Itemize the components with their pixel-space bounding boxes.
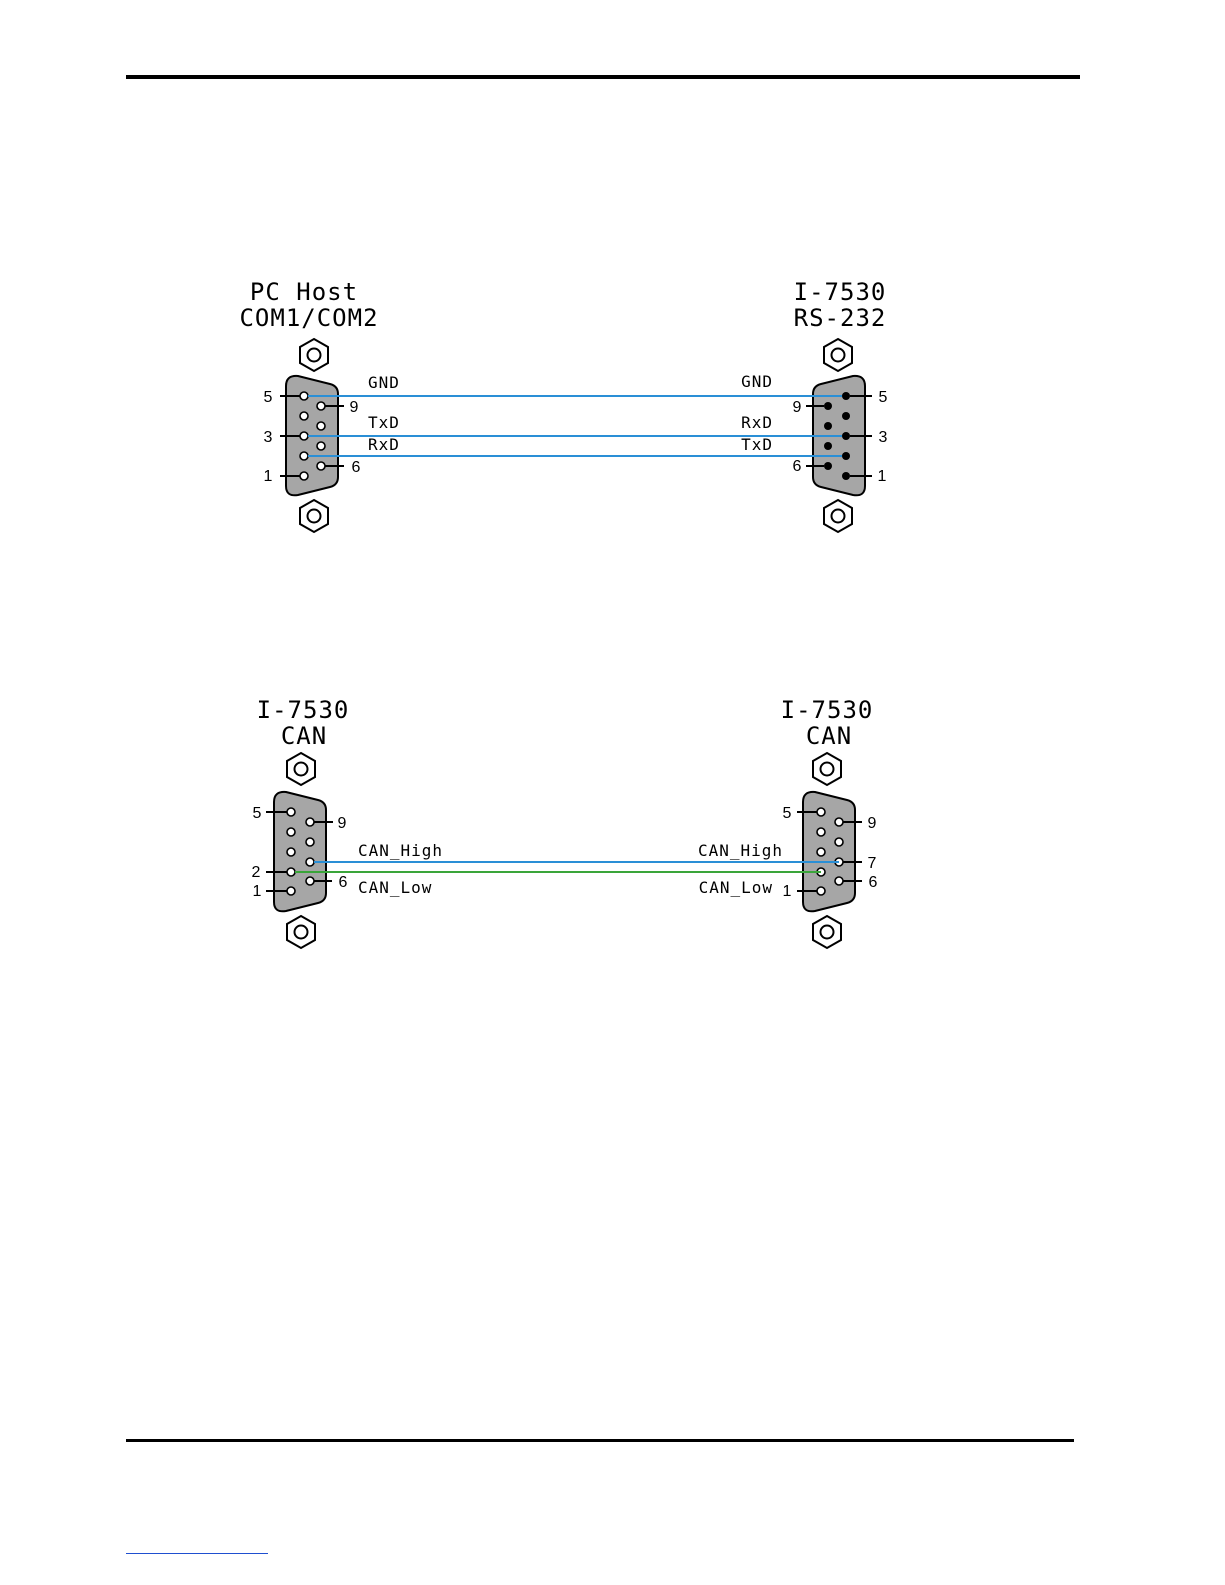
wire-label: RxD bbox=[741, 413, 773, 432]
pin-number: 9 bbox=[350, 399, 359, 416]
right-title-line1: I-7530 bbox=[781, 696, 874, 724]
pin-number: 9 bbox=[868, 815, 877, 832]
right-title-line1: I-7530 bbox=[794, 278, 887, 306]
pin-number: 9 bbox=[338, 815, 347, 832]
pin-number: 6 bbox=[793, 458, 802, 475]
mounting-nut-icon bbox=[824, 500, 852, 532]
pin-number: 5 bbox=[879, 389, 888, 406]
right-title-line2: CAN bbox=[806, 722, 852, 750]
wire-label: GND bbox=[741, 372, 773, 391]
pin-number: 1 bbox=[264, 468, 273, 485]
pin-number: 7 bbox=[868, 855, 877, 872]
mounting-nut-icon bbox=[824, 339, 852, 371]
left-db9-connector: 5 9 2 1 6 bbox=[252, 753, 348, 948]
left-title-line1: I-7530 bbox=[257, 696, 350, 724]
wire-label: CAN_High bbox=[698, 841, 783, 860]
wire-label: CAN_Low bbox=[358, 878, 432, 897]
pin-number: 1 bbox=[783, 883, 792, 900]
rs232-wiring-diagram: PC Host COM1/COM2 I-7530 RS-232 5 9 3 1 … bbox=[239, 278, 887, 532]
mounting-nut-icon bbox=[813, 916, 841, 948]
pin-number: 6 bbox=[352, 459, 361, 476]
mounting-nut-icon bbox=[287, 753, 315, 785]
right-db9-connector: 5 9 7 6 1 bbox=[783, 753, 878, 948]
pin-number: 2 bbox=[252, 864, 261, 881]
wire-label: TxD bbox=[741, 435, 773, 454]
pin-number: 3 bbox=[879, 429, 888, 446]
wire-label: TxD bbox=[368, 413, 400, 432]
pin-number: 1 bbox=[253, 883, 262, 900]
wire-label: CAN_Low bbox=[699, 878, 773, 897]
pin-number: 5 bbox=[253, 805, 262, 822]
pin-number: 6 bbox=[869, 874, 878, 891]
mounting-nut-icon bbox=[300, 339, 328, 371]
can-wiring-diagram: I-7530 CAN I-7530 CAN 5 9 2 1 6 bbox=[252, 696, 878, 948]
wire-label: GND bbox=[368, 373, 400, 392]
mounting-nut-icon bbox=[287, 916, 315, 948]
left-title-line2: CAN bbox=[281, 722, 327, 750]
left-title-line1: PC Host bbox=[250, 278, 358, 306]
pin-number: 5 bbox=[264, 389, 273, 406]
wire-label: CAN_High bbox=[358, 841, 443, 860]
pin-number: 6 bbox=[339, 874, 348, 891]
pin-number: 3 bbox=[264, 429, 273, 446]
pin-number: 1 bbox=[878, 468, 887, 485]
right-title-line2: RS-232 bbox=[794, 304, 887, 332]
pin-number: 5 bbox=[783, 805, 792, 822]
left-title-line2: COM1/COM2 bbox=[239, 304, 378, 332]
mounting-nut-icon bbox=[813, 753, 841, 785]
wire-label: RxD bbox=[368, 435, 400, 454]
mounting-nut-icon bbox=[300, 500, 328, 532]
pin-number: 9 bbox=[793, 399, 802, 416]
